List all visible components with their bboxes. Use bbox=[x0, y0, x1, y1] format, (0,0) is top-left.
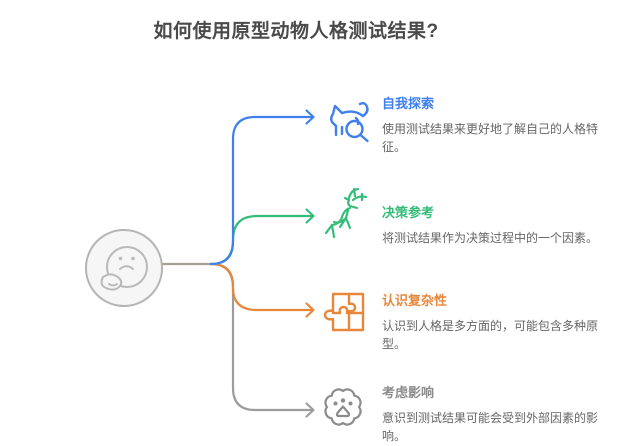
branch-connector-4 bbox=[209, 262, 313, 412]
branch-title: 考虑影响 bbox=[382, 385, 435, 400]
branch-connector-1 bbox=[209, 115, 313, 266]
arrowhead-1 bbox=[305, 109, 315, 125]
arrowhead-4 bbox=[305, 402, 315, 418]
deer-icon bbox=[324, 187, 368, 239]
branch-title: 自我探索 bbox=[382, 96, 435, 111]
puzzle-icon bbox=[323, 292, 365, 332]
branch-title: 认识复杂性 bbox=[382, 293, 448, 308]
center-node bbox=[85, 229, 163, 307]
thinking-face-icon bbox=[100, 246, 148, 291]
branch-description: 意识到测试结果可能会受到外部因素的影响。 bbox=[382, 411, 599, 443]
cat-magnifier-icon bbox=[330, 102, 369, 143]
branch-description: 将测试结果作为决策过程中的一个因素。 bbox=[382, 231, 599, 245]
arrowhead-2 bbox=[305, 208, 315, 224]
branch-item-decision-reference: 决策参考 将测试结果作为决策过程中的一个因素。 bbox=[382, 205, 604, 247]
branch-item-self-exploration: 自我探索 使用测试结果来更好地了解自己的人格特征。 bbox=[382, 96, 604, 156]
branch-description: 认识到人格是多方面的，可能包含多种原型。 bbox=[382, 319, 599, 351]
branch-item-recognize-complexity: 认识复杂性 认识到人格是多方面的，可能包含多种原型。 bbox=[382, 293, 604, 353]
page-title: 如何使用原型动物人格测试结果? bbox=[153, 21, 439, 42]
branch-title: 决策参考 bbox=[382, 205, 435, 220]
branch-connector-3 bbox=[209, 262, 313, 312]
paw-badge-icon bbox=[324, 388, 362, 426]
branch-item-consider-impact: 考虑影响 意识到测试结果可能会受到外部因素的影响。 bbox=[382, 385, 604, 445]
branch-description: 使用测试结果来更好地了解自己的人格特征。 bbox=[382, 122, 599, 154]
center-node-circle bbox=[85, 229, 163, 307]
arrowhead-3 bbox=[305, 302, 315, 318]
branch-connector-2 bbox=[209, 214, 313, 266]
